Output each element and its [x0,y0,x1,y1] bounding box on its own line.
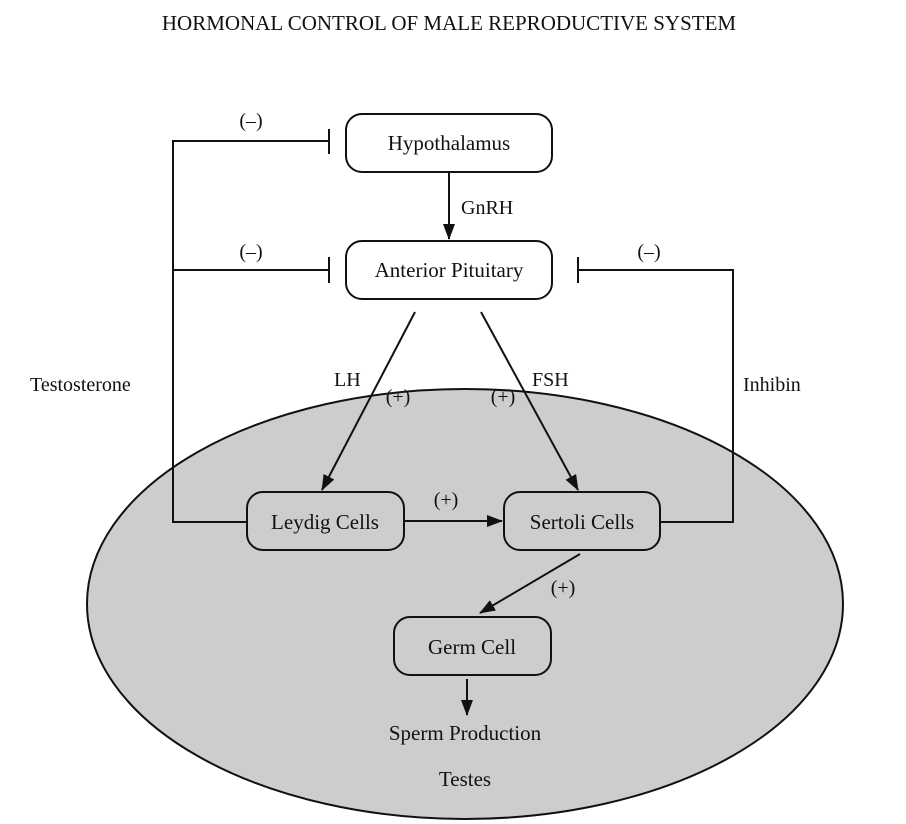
leydig-cells-node: Leydig Cells [246,491,405,551]
sertoli-cells-label: Sertoli Cells [530,510,634,534]
leydig-cells-label: Leydig Cells [271,510,379,534]
inhibin-feedback-line [578,269,734,523]
diagram-title: HORMONAL CONTROL OF MALE REPRODUCTIVE SY… [162,11,737,35]
testosterone-feedback-line [172,140,329,523]
hypothalamus-node: Hypothalamus [345,113,553,173]
germ-cell-label: Germ Cell [428,635,516,659]
anterior-pituitary-node: Anterior Pituitary [345,240,553,300]
germ-cell-node: Germ Cell [393,616,552,676]
sertoli-cells-node: Sertoli Cells [503,491,661,551]
positive-sign-leydig-sertoli: (+) [434,489,459,511]
hypothalamus-label: Hypothalamus [388,131,510,155]
negative-sign-pituitary-left: (–) [239,241,262,263]
inhibin-label: Inhibin [743,374,801,396]
sperm-production-label: Sperm Production [389,721,542,745]
lh-arrow [321,311,416,491]
fsh-label: FSH [532,369,569,391]
testes-label: Testes [439,767,491,791]
lh-label: LH [334,369,361,391]
testes-region [86,388,844,820]
fsh-arrow [480,311,579,491]
testosterone-label: Testosterone [30,374,131,396]
sertoli-to-germ-arrow [479,553,581,614]
negative-sign-hypothalamus: (–) [239,110,262,132]
gnrh-label: GnRH [461,197,513,219]
anterior-pituitary-label: Anterior Pituitary [375,258,524,282]
positive-sign-sertoli-germ: (+) [551,577,576,599]
positive-sign-fsh: (+) [491,386,516,408]
positive-sign-lh: (+) [386,386,411,408]
negative-sign-pituitary-right: (–) [637,241,660,263]
